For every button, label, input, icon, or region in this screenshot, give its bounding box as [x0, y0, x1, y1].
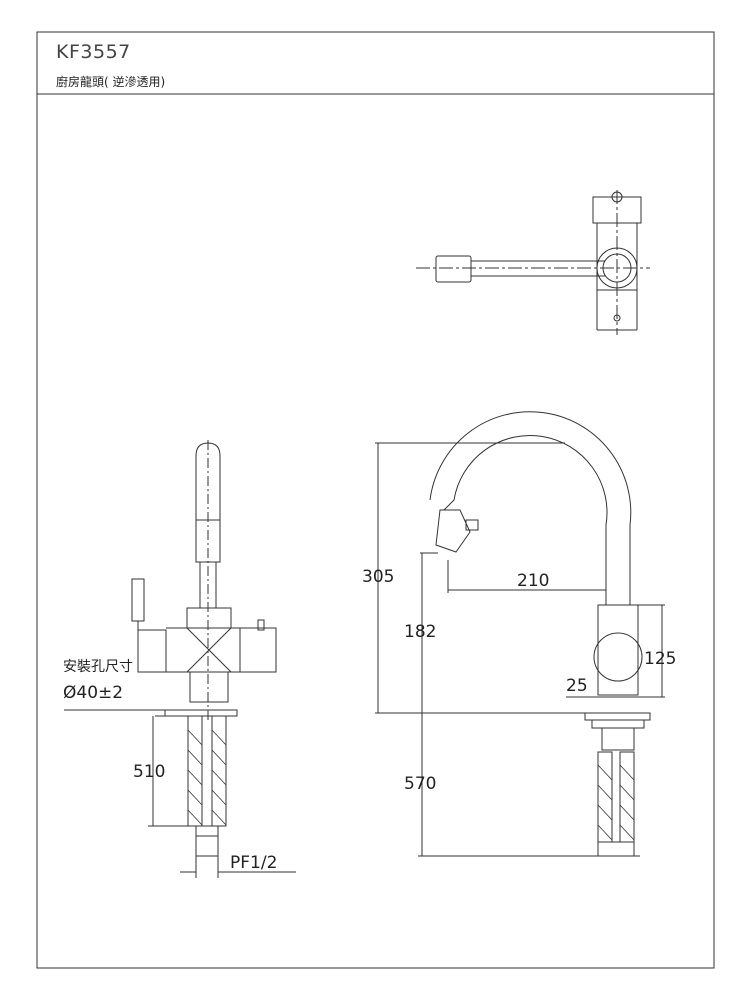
side-hose-length: 510 — [133, 762, 166, 782]
sheet-border — [36, 31, 715, 969]
front-view — [375, 411, 665, 857]
top-view — [416, 190, 650, 335]
body-height: 125 — [644, 649, 677, 669]
hole-size-value: Ø40±2 — [63, 683, 124, 703]
side-view — [64, 440, 296, 878]
body-offset: 25 — [566, 676, 588, 696]
front-hose-length: 570 — [404, 774, 437, 794]
hole-size-label: 安裝孔尺寸 — [63, 659, 133, 675]
thread-size: PF1/2 — [230, 853, 278, 873]
spout-reach: 210 — [517, 571, 550, 591]
total-height: 305 — [362, 567, 395, 587]
title-block: KF3557 廚房龍頭( 逆滲透用) — [37, 32, 714, 94]
spout-height: 182 — [404, 622, 437, 642]
model-number: KF3557 — [56, 41, 131, 63]
product-description: 廚房龍頭( 逆滲透用) — [56, 75, 166, 89]
